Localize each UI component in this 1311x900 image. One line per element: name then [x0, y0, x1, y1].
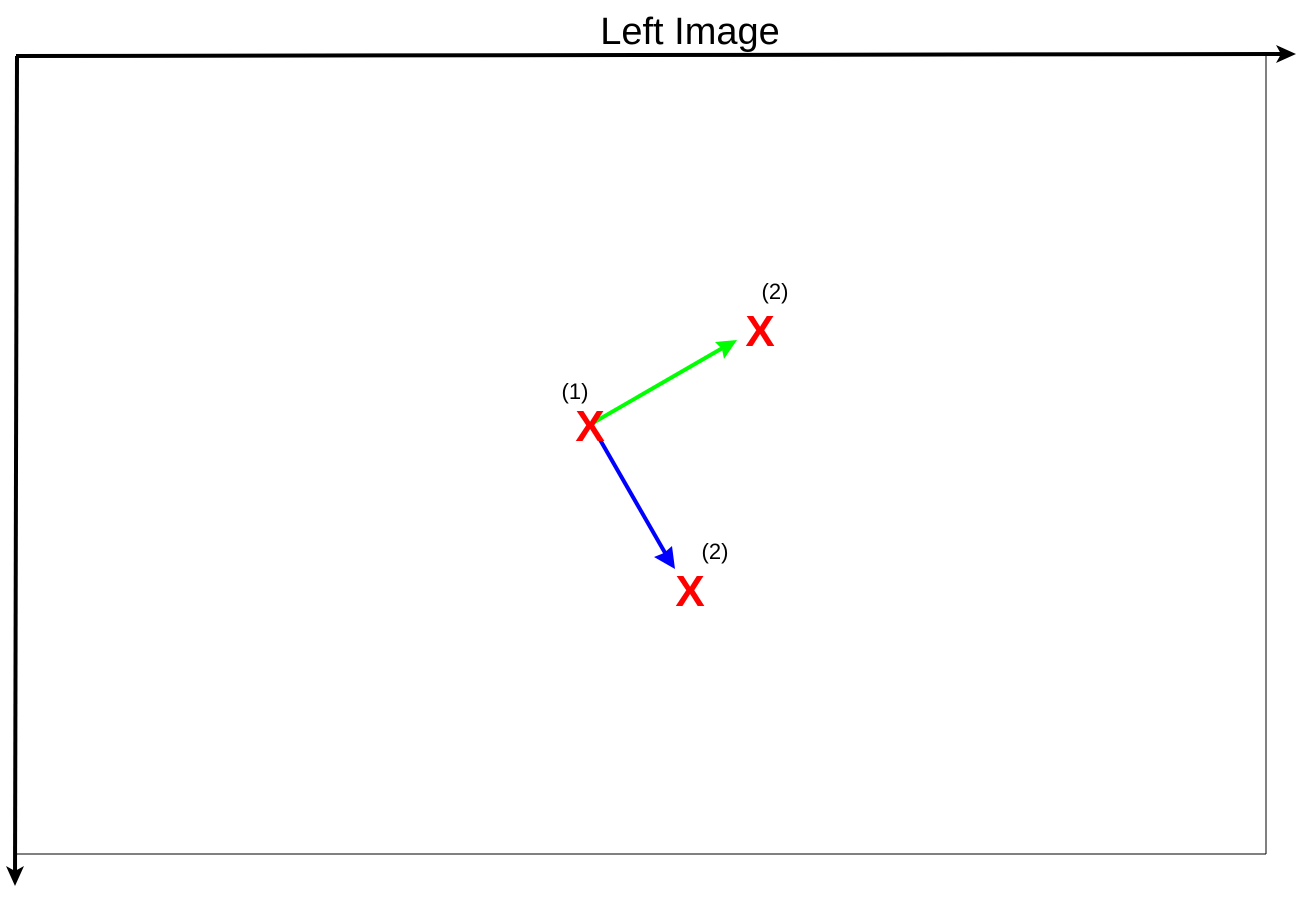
blue-arrow [589, 423, 670, 559]
blue-arrowhead-icon [654, 546, 675, 569]
point-2-green-mark: X [745, 307, 774, 356]
point-2-green-label: (2) [762, 279, 789, 304]
diagram-title: Left Image [600, 11, 780, 53]
arrow-right-icon [1276, 45, 1296, 63]
point-2-blue-mark: X [675, 567, 704, 616]
y-axis-arrow-icon [13, 55, 19, 879]
arrow-down-icon [6, 866, 24, 886]
point-1-label: (1) [562, 379, 589, 404]
point-1-mark: X [575, 402, 604, 451]
green-arrow [589, 344, 728, 426]
x-axis-arrow-icon [15, 52, 1291, 58]
point-2-blue-label: (2) [702, 539, 729, 564]
green-arrowhead-icon [715, 340, 737, 359]
